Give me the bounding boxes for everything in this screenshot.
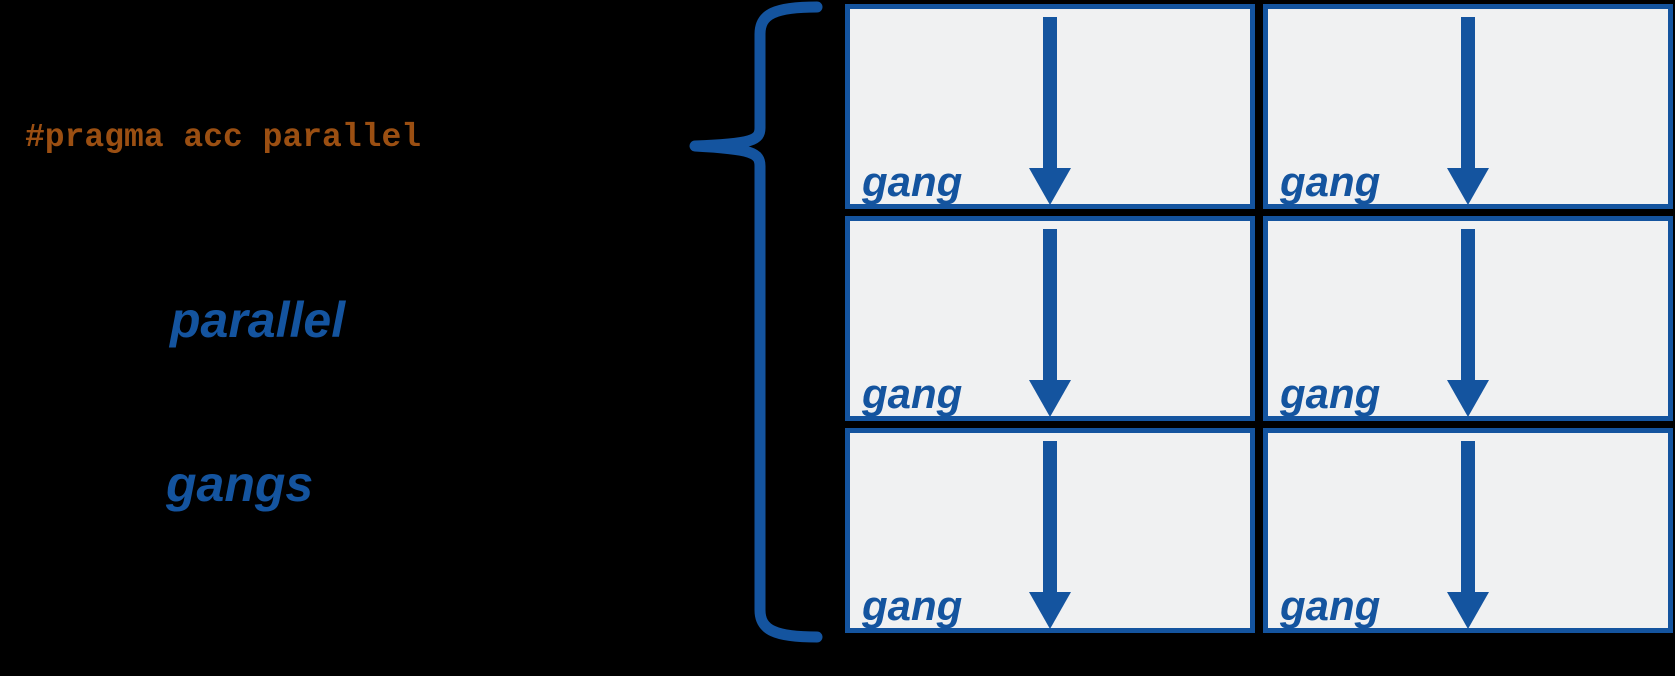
gang-label: gang [862, 582, 963, 629]
gang-box: gang [1263, 216, 1673, 421]
gang-label: gang [1280, 370, 1381, 417]
down-arrow-icon [1029, 229, 1071, 417]
gang-label: gang [862, 370, 963, 417]
gang-box: gang [845, 428, 1255, 633]
gangs-label: gangs [166, 456, 314, 512]
down-arrow-icon [1029, 17, 1071, 205]
gang-label: gang [1280, 582, 1381, 629]
parallel-label: parallel [170, 292, 346, 348]
down-arrow-icon [1029, 441, 1071, 629]
gang-box: gang [845, 216, 1255, 421]
gang-grid: gang gang gang gang [845, 4, 1673, 633]
gang-box: gang [845, 4, 1255, 209]
down-arrow-icon [1447, 17, 1489, 205]
gang-label: gang [1280, 158, 1381, 205]
down-arrow-icon [1447, 441, 1489, 629]
gang-box: gang [1263, 428, 1673, 633]
curly-brace-icon [689, 1, 823, 643]
pragma-code-label: #pragma acc parallel [25, 119, 422, 156]
gang-box: gang [1263, 4, 1673, 209]
gang-label: gang [862, 158, 963, 205]
down-arrow-icon [1447, 229, 1489, 417]
